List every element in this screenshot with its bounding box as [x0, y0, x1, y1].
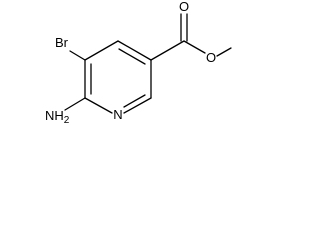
bond-c3-carbonyl: [150, 40, 185, 61]
double-bond-c4-c3: [118, 48, 146, 65]
pyridine-ring: [84, 40, 152, 114]
bond-ester-o-methyl: [216, 47, 232, 57]
carbonyl-oxygen-label: O: [179, 0, 189, 14]
bond-c6-nh2: [64, 97, 86, 111]
bond-c2-n1: [123, 97, 152, 114]
bromine-label: Br: [55, 35, 69, 50]
bond-c4-c3: [117, 40, 152, 61]
ring-nitrogen-label: N: [113, 107, 122, 122]
chemical-structure: Br N NH2 O O: [45, 0, 232, 126]
ester-group: [150, 13, 232, 61]
bond-c5-c4: [84, 40, 119, 61]
bond-carbonyl-ester-o: [183, 40, 206, 54]
amino-label: NH: [45, 108, 64, 123]
ester-oxygen-label: O: [206, 50, 216, 65]
bond-c5-br: [69, 50, 86, 61]
amino-group-label: NH2: [45, 108, 70, 126]
double-bond-c2-n1: [123, 94, 146, 108]
amino-subscript: 2: [64, 115, 70, 126]
bond-n1-c6: [84, 97, 113, 114]
